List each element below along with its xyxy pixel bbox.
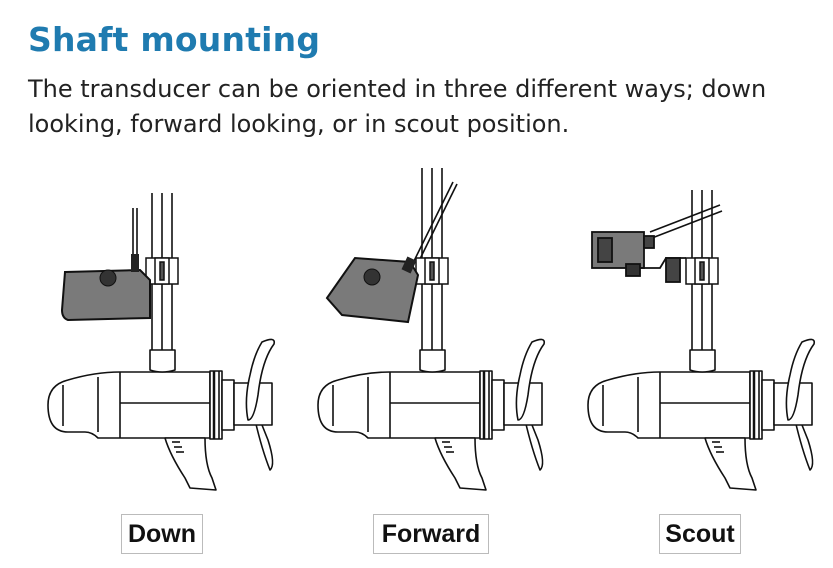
- transducer-icon: [325, 256, 420, 324]
- intro-text: The transducer can be oriented in three …: [28, 75, 767, 138]
- label-scout: Scout: [659, 514, 741, 554]
- label-down: Down: [121, 514, 203, 554]
- down-mount-illustration: [46, 193, 276, 492]
- scout-mount-illustration: [586, 190, 816, 492]
- label-forward: Forward: [373, 514, 489, 554]
- forward-mount-illustration: [316, 168, 546, 492]
- transducer-icon: [60, 254, 151, 322]
- page-title: Shaft mounting: [28, 20, 321, 59]
- transducer-icon: [591, 231, 686, 283]
